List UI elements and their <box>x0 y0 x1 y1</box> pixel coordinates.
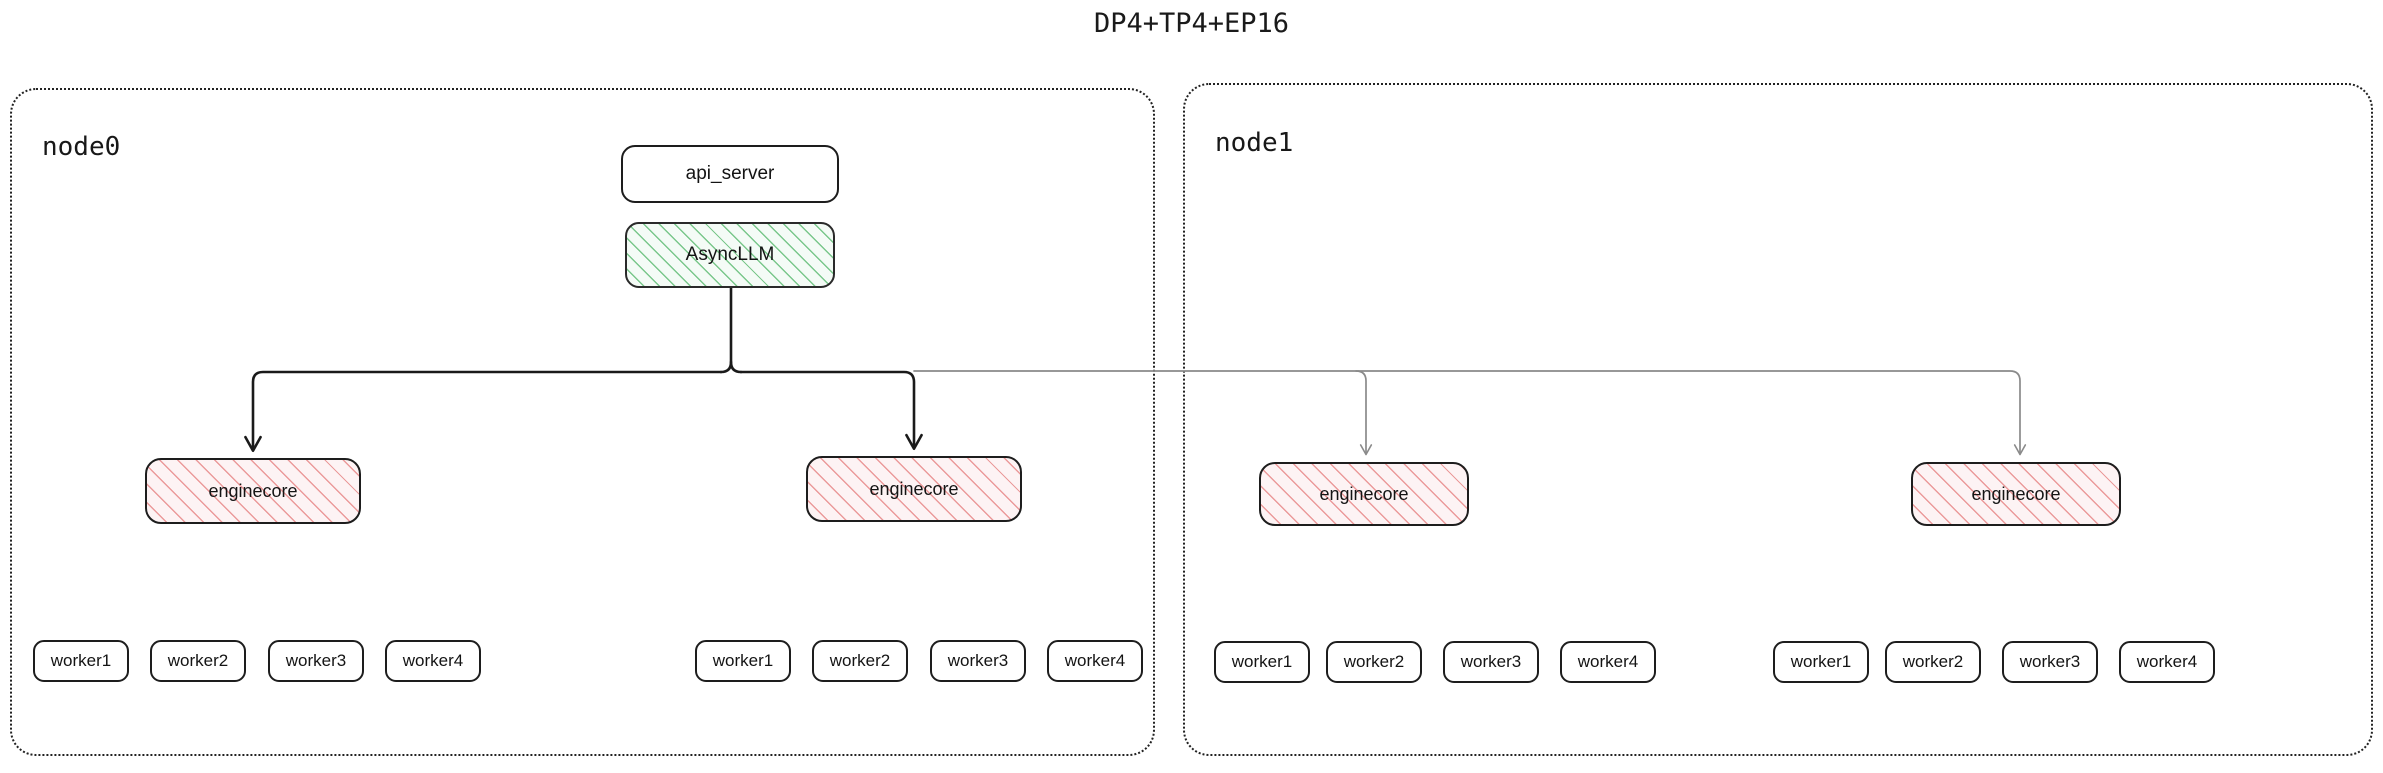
enginecore-box[interactable]: enginecore <box>1259 462 1469 526</box>
enginecore-label: enginecore <box>208 480 298 501</box>
worker-box[interactable]: worker4 <box>1560 641 1656 683</box>
worker-label: worker3 <box>1460 652 1522 671</box>
asyncllm-box[interactable]: AsyncLLM <box>625 222 835 288</box>
worker-box[interactable]: worker4 <box>385 640 481 682</box>
worker-box[interactable]: worker1 <box>1773 641 1869 683</box>
worker-label: worker2 <box>167 651 229 670</box>
worker-box[interactable]: worker2 <box>1326 641 1422 683</box>
worker-label: worker2 <box>1343 652 1405 671</box>
enginecore-label: enginecore <box>1319 483 1409 504</box>
worker-label: worker4 <box>1577 652 1639 671</box>
worker-box[interactable]: worker3 <box>268 640 364 682</box>
enginecore-box[interactable]: enginecore <box>1911 462 2121 526</box>
worker-box[interactable]: worker4 <box>1047 640 1143 682</box>
worker-box[interactable]: worker1 <box>33 640 129 682</box>
worker-box[interactable]: worker3 <box>2002 641 2098 683</box>
worker-label: worker1 <box>1231 652 1293 671</box>
enginecore-box[interactable]: enginecore <box>145 458 361 524</box>
api-server-label: api_server <box>685 163 775 184</box>
worker-box[interactable]: worker2 <box>1885 641 1981 683</box>
node-label-node0: node0 <box>42 132 121 162</box>
worker-box[interactable]: worker2 <box>150 640 246 682</box>
worker-label: worker4 <box>402 651 464 670</box>
worker-label: worker2 <box>829 651 891 670</box>
worker-label: worker1 <box>50 651 112 670</box>
worker-label: worker4 <box>1064 651 1126 670</box>
worker-label: worker2 <box>1902 652 1964 671</box>
worker-label: worker1 <box>1790 652 1852 671</box>
worker-box[interactable]: worker1 <box>1214 641 1310 683</box>
worker-label: worker3 <box>2019 652 2081 671</box>
worker-box[interactable]: worker1 <box>695 640 791 682</box>
worker-box[interactable]: worker2 <box>812 640 908 682</box>
enginecore-box[interactable]: enginecore <box>806 456 1022 522</box>
worker-box[interactable]: worker3 <box>1443 641 1539 683</box>
node-label-node1: node1 <box>1215 128 1294 158</box>
worker-label: worker1 <box>712 651 774 670</box>
enginecore-label: enginecore <box>869 478 959 499</box>
worker-label: worker3 <box>947 651 1009 670</box>
page-title: DP4+TP4+EP16 <box>1093 8 1290 39</box>
worker-box[interactable]: worker4 <box>2119 641 2215 683</box>
api-server-box[interactable]: api_server <box>621 145 839 203</box>
worker-label: worker3 <box>285 651 347 670</box>
worker-box[interactable]: worker3 <box>930 640 1026 682</box>
worker-label: worker4 <box>2136 652 2198 671</box>
asyncllm-label: AsyncLLM <box>685 244 775 265</box>
enginecore-label: enginecore <box>1971 483 2061 504</box>
